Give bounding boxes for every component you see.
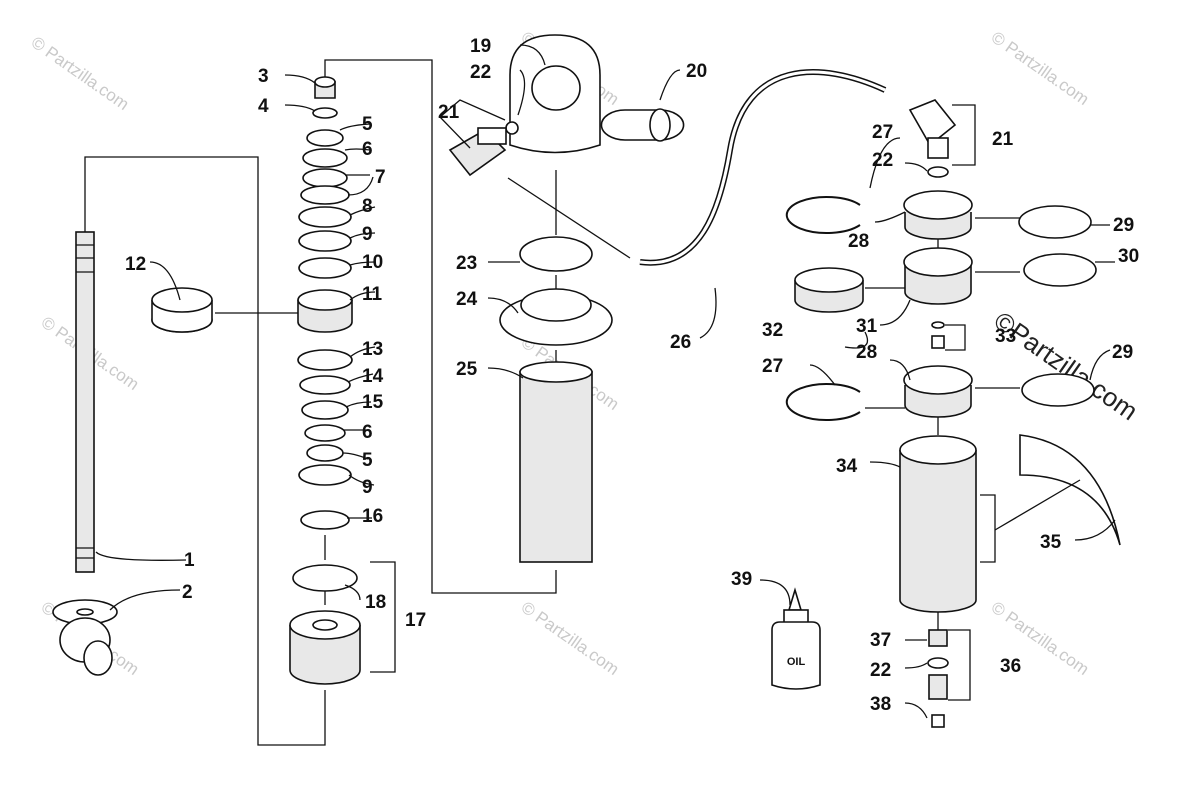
callout-22b: 22 — [872, 150, 893, 171]
reservoir-parts — [785, 190, 1121, 728]
callout-6b: 6 — [362, 422, 373, 443]
part-bushing-ring — [151, 287, 213, 333]
callout-36: 36 — [1000, 656, 1021, 677]
callout-14: 14 — [362, 366, 384, 387]
callout-31: 31 — [856, 316, 878, 337]
part-shaft — [75, 231, 95, 573]
watermark: © Partzilla.com — [28, 33, 133, 114]
callout-8: 8 — [362, 196, 373, 217]
callout-32: 32 — [762, 320, 783, 341]
callout-39: 39 — [731, 569, 752, 590]
callout-15: 15 — [362, 392, 384, 413]
elbow-fitting-right — [908, 99, 957, 178]
callout-6: 6 — [362, 139, 373, 160]
callout-25: 25 — [456, 359, 478, 380]
callout-29b: 29 — [1112, 342, 1133, 363]
callout-4: 4 — [258, 96, 269, 117]
callout-38: 38 — [870, 694, 891, 715]
callout-30: 30 — [1118, 246, 1139, 267]
callout-2: 2 — [182, 582, 193, 603]
callout-3: 3 — [258, 66, 269, 87]
callout-5: 5 — [362, 114, 373, 135]
callout-19: 19 — [470, 36, 491, 57]
watermark-large: ©Partzilla.com — [989, 305, 1144, 426]
hose-inner — [639, 70, 886, 265]
callout-29: 29 — [1113, 215, 1134, 236]
callout-1: 1 — [184, 550, 195, 571]
reservoir-head — [448, 34, 685, 177]
callout-22c: 22 — [870, 660, 891, 681]
callout-5b: 5 — [362, 450, 373, 471]
watermark: © Partzilla.com — [518, 598, 623, 679]
valve-stack — [289, 76, 361, 685]
callout-28: 28 — [848, 231, 869, 252]
callout-21b: 21 — [992, 129, 1014, 150]
callout-20: 20 — [686, 61, 707, 82]
callout-34: 34 — [836, 456, 858, 477]
callout-35: 35 — [1040, 532, 1062, 553]
callout-21: 21 — [438, 102, 460, 123]
callout-27b: 27 — [762, 356, 783, 377]
callout-37: 37 — [870, 630, 891, 651]
callout-16: 16 — [362, 506, 383, 527]
body-assembly — [499, 236, 613, 563]
callout-labels: 1 2 3 4 5 6 7 8 9 10 11 12 13 14 15 6 5 … — [125, 36, 1139, 715]
leader-lines — [95, 44, 1116, 719]
callout-9b: 9 — [362, 477, 373, 498]
bottle-label: OIL — [787, 656, 806, 668]
assembly-bracket-lines — [84, 59, 939, 746]
callout-12: 12 — [125, 254, 146, 275]
part-eyelet — [52, 599, 118, 676]
callout-9: 9 — [362, 224, 373, 245]
callout-28b: 28 — [856, 342, 877, 363]
callout-24: 24 — [456, 289, 478, 310]
callout-33: 33 — [995, 326, 1016, 347]
callout-7: 7 — [375, 167, 386, 188]
callout-10: 10 — [362, 252, 383, 273]
callout-17: 17 — [405, 610, 426, 631]
callout-22: 22 — [470, 62, 491, 83]
callout-23: 23 — [456, 253, 477, 274]
callout-13: 13 — [362, 339, 383, 360]
watermark: © Partzilla.com — [988, 28, 1093, 109]
callout-26: 26 — [670, 332, 691, 353]
callout-18: 18 — [365, 592, 386, 613]
callout-27: 27 — [872, 122, 893, 143]
callout-11: 11 — [362, 284, 383, 305]
oil-bottle: OIL — [771, 587, 821, 690]
